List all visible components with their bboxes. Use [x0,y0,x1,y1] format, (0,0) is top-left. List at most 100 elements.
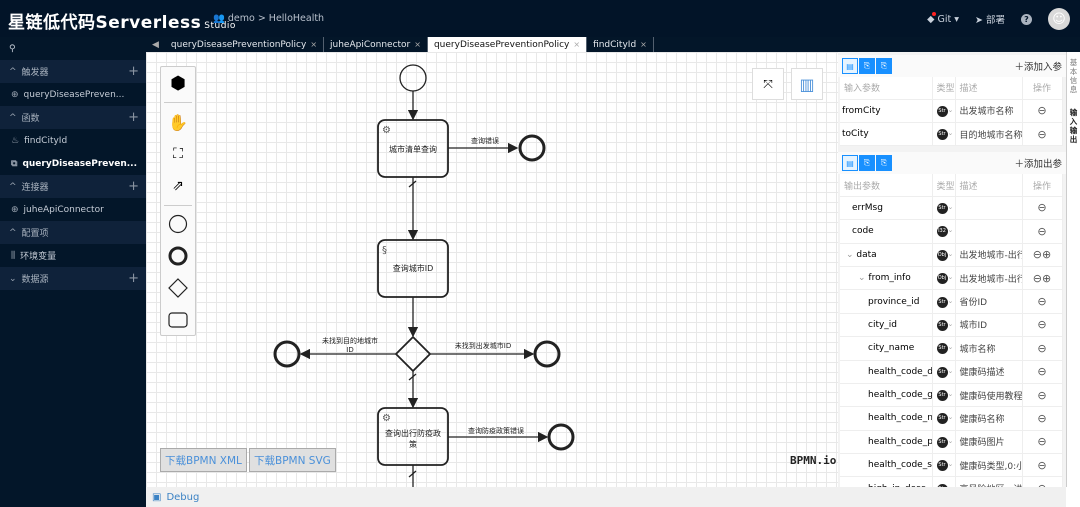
download-xml-button[interactable]: 下载BPMN XML [160,448,247,472]
type-select[interactable]: Str⌄ [932,196,956,221]
type-select[interactable]: Obj⌄ [932,243,956,267]
param-desc[interactable]: 城市ID [955,313,1023,338]
param-name[interactable]: province_id [840,289,933,314]
sidebar-group[interactable]: ^连接器+ [0,175,146,198]
param-desc[interactable]: 省份ID [955,289,1023,314]
schema-view-icon[interactable]: ⎘ [876,155,892,172]
end-event[interactable] [273,340,301,368]
remove-icon[interactable]: ⊖ [1037,435,1047,449]
add-child-icon[interactable]: ⊕ [1042,271,1052,285]
param-name[interactable]: city_name [840,336,933,361]
param-name[interactable]: ⌄ from_info [840,266,933,291]
param-name[interactable]: health_code_de [840,360,933,384]
fullscreen-button[interactable]: ⤧ [752,68,784,100]
end-event-icon[interactable] [165,243,191,269]
param-desc[interactable]: 健康码名称 [955,406,1023,431]
close-icon[interactable]: × [414,40,421,49]
param-desc[interactable] [955,219,1023,244]
table-view-icon[interactable]: ▤ [842,58,858,74]
remove-icon[interactable]: ⊖ [1037,482,1046,487]
git-menu[interactable]: ◆ Git ▾ [927,13,959,25]
param-name[interactable]: code [840,219,933,244]
schema-view-icon[interactable]: ⎘ [876,58,892,74]
minimap-button[interactable]: ▥ [791,68,823,100]
breadcrumb[interactable]: 👥 demo > HelloHealth [213,13,325,24]
add-input-button[interactable]: ＋添加入参 [1014,62,1062,73]
sidebar-item[interactable]: ⧉queryDiseasePreven... [0,152,146,175]
download-svg-button[interactable]: 下载BPMN SVG [249,448,336,472]
remove-icon[interactable]: ⊖ [1037,365,1047,379]
param-name[interactable]: errMsg [840,196,933,221]
type-select[interactable]: Str⌄ [932,406,956,431]
param-name[interactable]: fromCity [840,99,933,123]
close-icon[interactable]: × [573,40,581,49]
editor-tab[interactable]: findCityId× [587,37,654,52]
avatar[interactable]: ☺ [1048,8,1070,30]
param-name[interactable]: city_id [840,313,933,338]
remove-icon[interactable]: ⊖ [1032,248,1042,262]
param-desc[interactable]: 高风险地区，进 [955,476,1023,487]
param-desc[interactable] [955,196,1023,221]
remove-icon[interactable]: ⊖ [1037,341,1047,355]
exclusive-gateway[interactable] [394,335,432,373]
type-select[interactable]: Str⌄ [932,99,956,123]
param-name[interactable]: health_code_pi [840,430,933,455]
deploy-button[interactable]: ➤ 部署 [974,15,1005,26]
editor-tab[interactable]: queryDiseasePreventionPolicy× [427,37,588,52]
close-icon[interactable]: × [310,40,318,49]
cube-icon[interactable]: ⬢ [170,72,186,94]
sidebar-group[interactable]: ^函数+ [0,106,146,129]
type-select[interactable]: Str⌄ [932,383,956,408]
editor-tab[interactable]: juheApiConnector× [324,37,428,52]
sidebar-item[interactable]: ⊕juheApiConnector [0,198,146,221]
add-icon[interactable]: + [128,64,139,79]
remove-icon[interactable]: ⊖ [1037,224,1047,238]
hand-tool-icon[interactable]: ✋ [168,112,188,132]
sidebar-group[interactable]: ^触发器+ [0,60,146,83]
gateway-icon[interactable] [165,275,191,301]
param-desc[interactable]: 出发城市名称 [955,99,1023,123]
type-select[interactable]: Str⌄ [932,336,956,361]
param-name[interactable]: health_code_gi [840,383,933,408]
type-select[interactable]: Str⌄ [932,122,956,147]
sidebar-group[interactable]: ⌄数据源+ [0,267,146,290]
tab-input-output[interactable]: 输入输出 [1069,108,1078,144]
param-desc[interactable]: 出发地城市-出行 [955,266,1023,291]
type-select[interactable]: Str⌄ [932,476,956,487]
remove-icon[interactable]: ⊖ [1037,458,1047,472]
tabs-scroll-left[interactable]: ◀ [152,39,159,50]
add-icon[interactable]: + [128,110,139,125]
param-desc[interactable]: 出发地城市-出行 [955,243,1023,267]
end-event[interactable] [547,423,575,451]
param-desc[interactable]: 城市名称 [955,336,1023,361]
param-name[interactable]: toCity [840,122,933,147]
type-select[interactable]: Obj⌄ [932,266,956,291]
json-view-icon[interactable]: ⎘ [859,58,875,74]
start-event[interactable] [399,64,427,92]
table-view-icon[interactable]: ▤ [842,155,858,172]
param-desc[interactable]: 目的地城市名称 [955,122,1023,147]
remove-icon[interactable]: ⊖ [1037,127,1047,141]
add-output-button[interactable]: ＋添加出参 [1014,159,1062,171]
type-select[interactable]: Str⌄ [932,313,956,338]
close-icon[interactable]: × [640,40,647,49]
chevron-down-icon[interactable]: ⌄ [846,249,857,260]
remove-icon[interactable]: ⊖ [1037,104,1047,118]
bpmn-io-logo[interactable]: BPMN.io [790,454,837,467]
end-event[interactable] [518,134,546,162]
sidebar-group[interactable]: ^配置项 [0,221,146,244]
sidebar-item[interactable]: ⫼环境变量 [0,244,146,267]
add-icon[interactable]: + [128,179,139,194]
type-select[interactable]: I32⌄ [932,219,956,244]
start-event-icon[interactable] [165,211,191,237]
remove-icon[interactable]: ⊖ [1037,201,1047,215]
param-name[interactable]: health_code_na [840,406,933,431]
param-desc[interactable]: 健康码使用教程 [955,383,1023,408]
sidebar-item[interactable]: ♨findCityId [0,129,146,152]
type-select[interactable]: Str⌄ [932,360,956,384]
param-desc[interactable]: 健康码类型,0:小 [955,453,1023,478]
param-name[interactable]: health_code_sty [840,453,933,478]
remove-icon[interactable]: ⊖ [1037,318,1047,332]
type-select[interactable]: Str⌄ [932,453,956,478]
sidebar-search[interactable]: ⚲ [0,37,146,60]
